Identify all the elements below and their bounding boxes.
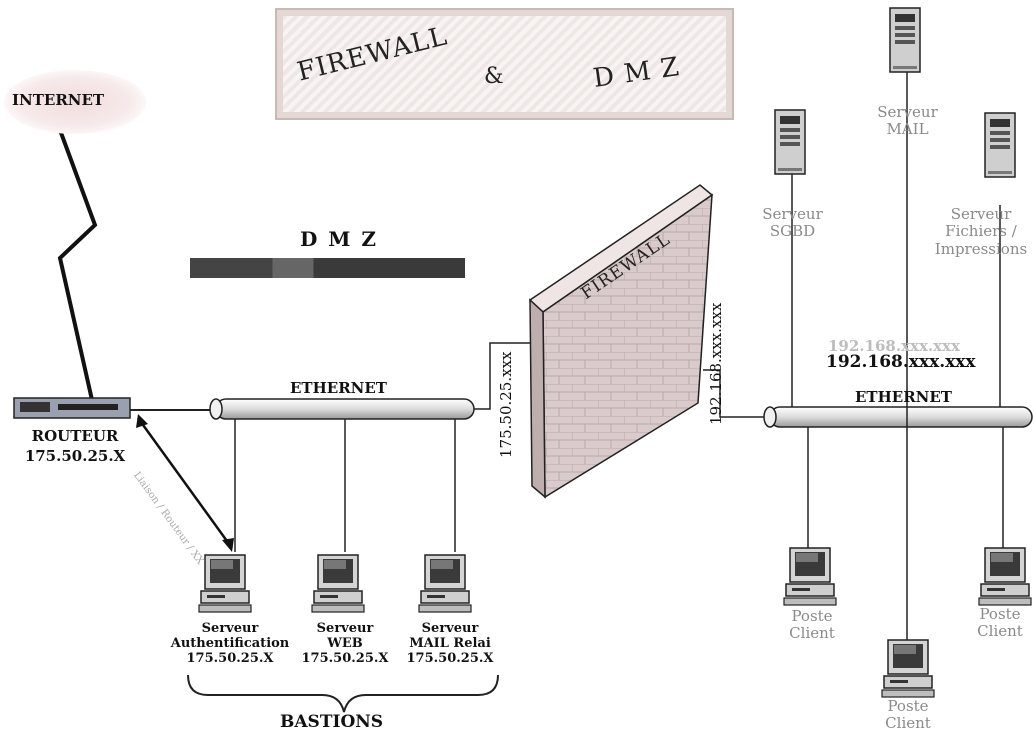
router-name: ROUTEUR [15,428,135,445]
bastions-brace [188,675,498,712]
firewall-wall [530,185,712,497]
mail-relay-server-label: Serveur MAIL Relai 175.50.25.X [400,622,500,667]
web-server-label: Serveur WEB 175.50.25.X [295,622,395,667]
wan-link [60,130,95,400]
mail-relay-server-icon [419,555,471,612]
client-pc-icon [784,548,836,605]
title-ampersand: & [484,64,505,89]
sgbd-server-icon [775,110,805,174]
dmz-bar [190,258,465,278]
client-pc-icon [979,548,1031,605]
router-icon [14,398,130,418]
auth-server-label: Serveur Authentification 175.50.25.X [160,622,300,667]
left-ethernet-label: ETHERNET [290,380,387,397]
authentication-server-icon [199,555,251,612]
left-ethernet-pipe [210,399,474,419]
right-firewall-ip: 192.168.xxx.xxx [708,303,725,425]
client-label-3: Poste Client [966,606,1034,641]
subnet-label: 192.168.xxx.xxx [826,353,976,373]
file-print-server-icon [985,113,1015,177]
web-server-icon [312,555,364,612]
right-ethernet-pipe [764,407,1032,427]
router-ip: 175.50.25.X [15,448,135,465]
mail-server-label: Serveur MAIL [860,104,955,139]
bastions-label: BASTIONS [280,713,383,733]
internet-label: INTERNET [12,92,104,109]
left-firewall-ip: 175.50.25.xxx [498,352,515,459]
mail-server-icon [890,8,920,72]
client-label-2: Poste Client [868,698,948,733]
sgbd-server-label: Serveur SGBD [745,206,840,241]
right-ethernet-label: ETHERNET [855,389,952,406]
dmz-label: D M Z [300,228,378,251]
file-print-server-label: Serveur Fichiers / Impressions [928,206,1034,258]
client-label-1: Poste Client [772,608,852,643]
client-pc-icon [882,640,934,697]
